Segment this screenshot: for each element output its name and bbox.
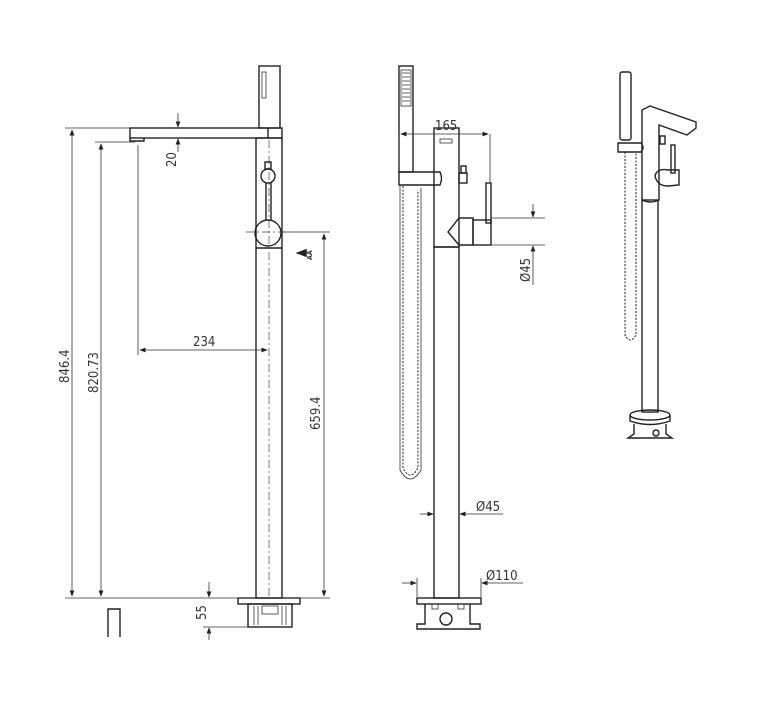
supply-pipe: [107, 608, 121, 637]
inlet-icon: [439, 612, 453, 626]
side-handle: [447, 217, 474, 246]
side-view: 165 Ø45 Ø45 Ø110: [398, 65, 545, 630]
iso-column: [641, 199, 659, 413]
iso-spout: [641, 105, 697, 203]
dim-base-diameter: Ø110: [486, 569, 518, 584]
dim-base-depth: 55: [195, 605, 210, 620]
section-marker: AA: [306, 250, 314, 260]
side-body: [433, 127, 460, 248]
diverter-knob: [260, 168, 276, 184]
shower-hose: [402, 186, 419, 476]
side-column: [433, 246, 460, 599]
spout: [129, 127, 283, 139]
iso-hand-shower: [619, 71, 632, 141]
front-view: 846.4 820.73 20 234 659.4 55 AA: [58, 65, 330, 640]
dim-spout-reach: 234: [193, 335, 215, 350]
dim-handle-height: 659.4: [309, 397, 324, 430]
side-base-plate: [416, 597, 482, 605]
base-plate: [237, 597, 301, 605]
dim-outlet-height-label: 820.73: [87, 352, 102, 393]
dim-spout-thickness: 20: [165, 152, 180, 167]
shower-bracket: [398, 171, 443, 186]
dim-overall-height: 846.4: [58, 350, 73, 383]
mixer-handle: [254, 219, 282, 247]
side-lever: [485, 182, 492, 224]
dim-spout-projection: 165: [435, 119, 457, 134]
valve-box: [247, 603, 293, 628]
perspective-view: [617, 71, 697, 439]
dim-handle-diameter: Ø45: [519, 258, 534, 282]
dim-column-diameter: Ø45: [476, 500, 500, 515]
